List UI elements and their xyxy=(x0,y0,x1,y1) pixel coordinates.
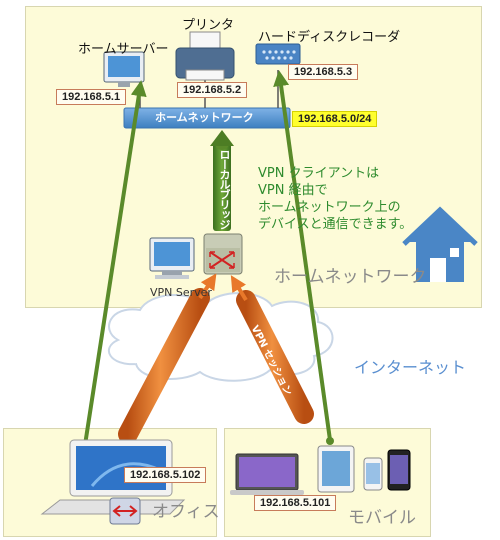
mobile-ip: 192.168.5.101 xyxy=(254,495,337,511)
office-ip: 192.168.5.102 xyxy=(124,467,207,483)
green-arrow-mobile xyxy=(273,70,332,441)
office-label: オフィス xyxy=(152,502,220,522)
vpn-router-icon xyxy=(203,233,243,275)
printer-ip: 192.168.5.2 xyxy=(177,82,248,98)
vpn-server-label: VPN Server xyxy=(150,286,212,299)
description-line: VPN クライアントは xyxy=(258,166,380,181)
description-line: デバイスと通信できます。 xyxy=(258,217,413,232)
recorder-label: ハードディスクレコーダ xyxy=(258,30,401,45)
local-bridge-label: ローカルブリッジ xyxy=(218,149,231,229)
green-arrow-office xyxy=(83,80,147,446)
vpn-session-tube-office xyxy=(118,273,217,444)
printer-icon xyxy=(175,31,235,81)
hdd-recorder-icon xyxy=(255,43,301,65)
recorder-ip: 192.168.5.3 xyxy=(288,64,359,80)
mobile-label: モバイル xyxy=(348,508,416,528)
server-label: ホームサーバー xyxy=(78,42,169,57)
house-icon xyxy=(402,206,478,282)
printer-label: プリンタ xyxy=(182,18,235,33)
vpn-server-monitor-icon xyxy=(149,237,195,279)
vpn-session-tube-mobile xyxy=(230,275,314,424)
local-bridge-arrow xyxy=(210,130,234,231)
home-network-bar xyxy=(123,107,291,129)
tablet-icon xyxy=(317,445,355,493)
internet-label: インターネット xyxy=(354,358,467,377)
office-vpn-client-icon xyxy=(109,497,141,525)
home-network-label: ホームネットワーク xyxy=(274,267,427,287)
server-monitor-icon xyxy=(103,51,145,87)
network-bar-label: ホームネットワーク xyxy=(155,111,254,124)
network-ip: 192.168.5.0/24 xyxy=(292,111,378,127)
server-ip: 192.168.5.1 xyxy=(56,89,127,105)
smartphone-black-icon xyxy=(387,449,411,491)
description-line: VPN 経由で xyxy=(258,183,328,198)
mobile-laptop-icon xyxy=(230,453,304,495)
description-line: ホームネットワーク上の xyxy=(258,200,401,215)
smartphone-white-icon xyxy=(363,457,383,491)
home-network-panel xyxy=(25,6,482,308)
vpn-description: VPN クライアントは VPN 経由で ホームネットワーク上の デバイスと通信で… xyxy=(258,165,412,233)
